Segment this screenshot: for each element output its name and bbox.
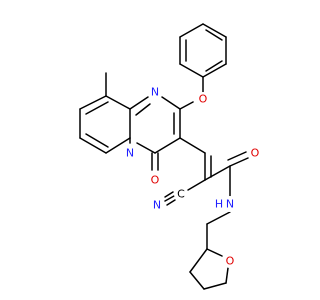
bond-cyano-1 <box>187 179 206 191</box>
bond-n-ch2 <box>206 211 231 225</box>
bond-cyano-2 <box>164 195 175 202</box>
bond-thf-1 <box>206 248 223 257</box>
atom-amide-n-label: N <box>226 198 234 211</box>
atom-amide-o: O <box>248 146 262 160</box>
atom-nitrile-n-label: N <box>153 199 161 212</box>
bond-thf-2 <box>189 248 208 273</box>
bond-py-3 <box>79 137 107 154</box>
atom-ring-carbonyl-o-label: O <box>151 174 160 187</box>
atom-n-bottom: N <box>123 146 137 160</box>
bond-ph-d3 <box>205 60 223 72</box>
bond-py-1 <box>79 95 107 110</box>
bond-ph-1 <box>179 63 204 78</box>
bond-cyano-4 <box>166 199 176 206</box>
bond-ph-d2 <box>205 29 223 41</box>
atom-n-top: N <box>148 85 162 99</box>
bond-pm-1 <box>129 96 149 110</box>
molecule-structure: N N O O N C O H N O <box>79 23 262 290</box>
bond-pm-2d <box>135 103 151 116</box>
atom-nitrile-c-label: C <box>177 188 185 201</box>
bond-amide-o1 <box>229 157 249 167</box>
bond-py-6 <box>105 95 131 110</box>
bond-ph-3 <box>179 23 204 38</box>
bond-cyano-3 <box>164 191 174 198</box>
bond-thf-4 <box>203 282 227 290</box>
bond-c3-vinyl <box>179 137 206 154</box>
atom-amide-nh: H N <box>213 196 238 212</box>
atom-ether-o: O <box>196 92 210 106</box>
molecule-canvas: N N O O N C O H N O <box>79 23 262 290</box>
atom-ether-o-label: O <box>199 93 208 106</box>
atom-thf-o-label: O <box>226 255 235 268</box>
atom-ring-carbonyl-o: O <box>148 173 162 187</box>
atom-nitrile-n: N <box>150 198 164 212</box>
atom-n-top-label: N <box>151 86 159 99</box>
bond-thf-3 <box>189 271 205 290</box>
atom-n-bottom-label: N <box>126 147 134 160</box>
bond-pm-4 <box>154 137 181 154</box>
atom-thf-o: O <box>223 254 237 268</box>
bond-py-d2 <box>85 133 109 148</box>
bond-thf-5 <box>225 267 229 284</box>
bond-ph-6 <box>202 63 227 78</box>
bond-c2-o <box>179 101 194 110</box>
bond-py-d1 <box>85 101 109 115</box>
bond-pm-2 <box>161 96 181 110</box>
bond-py-4 <box>105 137 131 154</box>
atom-amide-o-label: O <box>251 147 260 160</box>
atom-amide-h-label: H <box>215 198 223 211</box>
bond-amide-c <box>204 165 231 181</box>
bond-pm-5 <box>136 142 156 154</box>
atom-nitrile-c: C <box>174 187 188 201</box>
bond-ph-4 <box>202 23 227 38</box>
bond-amide-o2 <box>227 151 247 161</box>
